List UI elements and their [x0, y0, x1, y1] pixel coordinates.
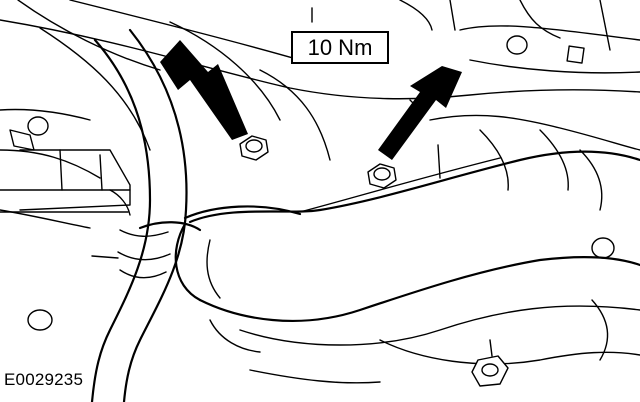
- main-duct: [174, 114, 640, 384]
- coolant-hose: [90, 28, 202, 402]
- wiring-harness: [91, 144, 441, 259]
- figure-id-label: E0029235: [4, 370, 84, 389]
- left-bracket: [0, 149, 131, 216]
- lower-bolt: [471, 339, 509, 387]
- torque-callout-label: 10 Nm: [291, 31, 389, 64]
- fastener-right: [367, 163, 397, 189]
- fastener-left: [239, 135, 269, 161]
- mounting-holes: [27, 35, 615, 331]
- arrow-left-icon: [160, 40, 248, 140]
- arrow-right-icon: [378, 66, 462, 160]
